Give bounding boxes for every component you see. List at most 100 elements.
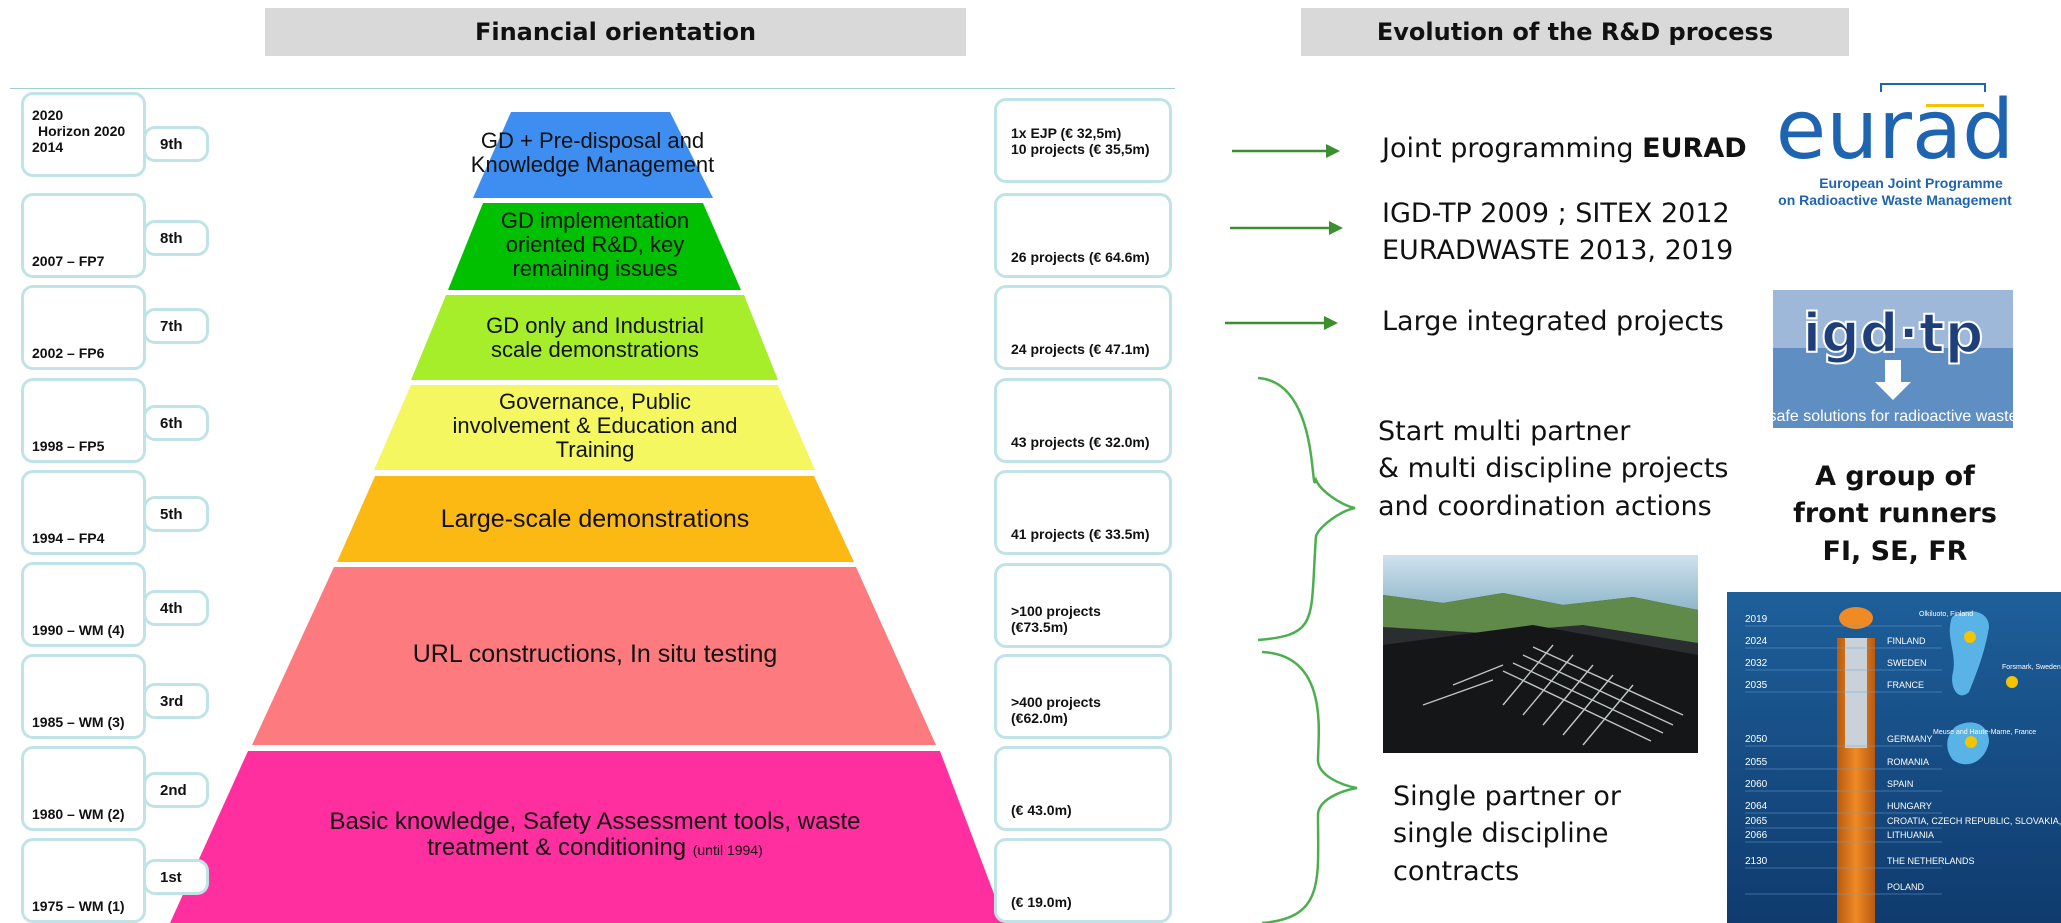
pyramid-label-4-line1: URL constructions, In situ testing (412, 640, 778, 669)
eurad-logo-word: eurad (1776, 83, 2014, 178)
canister-top-icon (1839, 607, 1873, 629)
site-forest (1383, 593, 1698, 643)
map-place-se: Forsmark, Sweden (2002, 664, 2061, 671)
brace-multi-partner (1257, 376, 1356, 642)
evolution-multi-line3: and coordination actions (1378, 490, 1712, 522)
evolution-igd-line1: IGD-TP 2009 ; SITEX 2012 (1382, 198, 1730, 229)
year-box-4: 1990 – WM (4) (21, 562, 146, 647)
pyramid-label-5: Large-scale demonstrations (380, 500, 810, 540)
pyramid-label-1-line1: Basic knowledge, Safety Assessment tools… (329, 807, 861, 835)
timeline-year: 2024 (1745, 636, 1768, 647)
fp-box-3: 3rd (143, 683, 209, 719)
front-runners-line3: FI, SE, FR (1822, 535, 1968, 567)
pyramid-label-8-line1: GD implementation (500, 207, 690, 233)
pyramid-label-9: GD + Pre-disposal and Knowledge Manageme… (470, 122, 715, 184)
evolution-eurad: Joint programming EURAD (1382, 130, 1747, 167)
header-financial-orientation-text: Financial orientation (474, 18, 757, 46)
pyramid-label-7-line1: GD only and Industrial (486, 312, 704, 338)
eurad-logo-sub2: on Radioactive Waste Management (1778, 192, 2012, 208)
year-3: 1985 – WM (3) (32, 714, 125, 730)
brace-single-partner (1261, 650, 1358, 923)
evolution-multi-line1: Start multi partner (1378, 416, 1631, 447)
pyramid-label-8: GD implementation oriented R&D, key rema… (470, 205, 720, 285)
projects-box-1: (€ 19.0m) (994, 838, 1172, 923)
timeline-country: LITHUANIA (1887, 830, 1934, 840)
timeline-country: SPAIN (1887, 779, 1913, 789)
timeline-year: 2060 (1745, 779, 1768, 790)
timeline-country: ROMANIA (1887, 757, 1929, 767)
pyramid-label-5-line1: Large-scale demonstrations (440, 505, 750, 534)
fp-box-5: 5th (143, 496, 209, 532)
timeline-country: GERMANY (1887, 734, 1933, 744)
year-9-line1: 2020 (32, 107, 64, 123)
timeline-year: 2130 (1745, 856, 1768, 867)
pyramid-label-1-note: (until 1994) (692, 842, 763, 858)
evolution-single-line2: single discipline (1393, 818, 1609, 850)
timeline-year: 2055 (1745, 757, 1768, 768)
timeline-year: 2064 (1745, 801, 1768, 812)
pyramid-label-6-line1: Governance, Public (499, 388, 691, 414)
projects-box-4: >100 projects (€73.5m) (994, 563, 1172, 648)
timeline-year: 2032 (1745, 658, 1768, 669)
evolution-eurad-prefix: Joint programming (1382, 133, 1643, 164)
pyramid-label-6-line3: Training (555, 437, 635, 463)
radiation-icon-se (2006, 676, 2018, 688)
projects-9-line2: 10 projects (€ 35,5m) (1011, 140, 1150, 157)
pyramid-label-6-line2: involvement & Education and (452, 412, 738, 438)
year-box-7: 2002 – FP6 (21, 285, 146, 370)
timeline-country: THE NETHERLANDS (1887, 856, 1975, 866)
evolution-large-projects: Large integrated projects (1382, 303, 1724, 340)
projects-4: >100 projects (€73.5m) (1011, 603, 1101, 635)
projects-1: (€ 19.0m) (1011, 894, 1072, 910)
timeline-year: 2050 (1745, 734, 1768, 745)
fp-9: 9th (160, 135, 183, 153)
evolution-single-partner: Single partner or single discipline cont… (1393, 778, 1621, 890)
year-5: 1994 – FP4 (32, 530, 105, 546)
year-9-line2: Horizon 2020 (38, 123, 126, 139)
timeline-country: SWEDEN (1887, 658, 1927, 668)
projects-5: 41 projects (€ 33.5m) (1011, 526, 1150, 542)
fp-5: 5th (160, 505, 183, 523)
year-8: 2007 – FP7 (32, 253, 105, 269)
front-runners-line2: front runners (1793, 498, 1997, 530)
map-scandinavia (1949, 611, 1989, 696)
repository-timeline-map: Olkiluoto, Finland Forsmark, Sweden Meus… (1727, 592, 2061, 923)
projects-box-9: 1x EJP (€ 32,5m) 10 projects (€ 35,5m) (994, 98, 1172, 183)
fp-7: 7th (160, 317, 183, 335)
projects-box-7: 24 projects (€ 47.1m) (994, 285, 1172, 370)
year-1: 1975 – WM (1) (32, 898, 125, 914)
pyramid-label-1-line2: treatment & conditioning (427, 834, 687, 861)
arrow-eurad (1232, 144, 1340, 158)
projects-9-line1: 1x EJP (€ 32,5m) (1011, 124, 1122, 141)
projects-box-2: (€ 43.0m) (994, 746, 1172, 831)
projects-3: >400 projects (€62.0m) (1011, 694, 1101, 726)
evolution-multi-line2: & multi discipline projects (1378, 453, 1729, 485)
canister-core (1845, 638, 1867, 748)
fp-2: 2nd (160, 781, 187, 799)
timeline-country: FRANCE (1887, 680, 1924, 690)
fp-4: 4th (160, 599, 183, 617)
igd-logo-word: igd·tp (1803, 302, 1984, 365)
evolution-igd-line2: EURADWASTE 2013, 2019 (1382, 235, 1734, 267)
year-7: 2002 – FP6 (32, 345, 105, 361)
pyramid-label-9-line2: Knowledge Management (470, 152, 715, 177)
radiation-icon-fi (1964, 631, 1976, 643)
fp-box-4: 4th (143, 590, 209, 626)
header-rd-evolution-text: Evolution of the R&D process (1376, 18, 1774, 46)
year-box-1: 1975 – WM (1) (21, 838, 146, 923)
pyramid-label-7-line2: scale demonstrations (491, 337, 699, 362)
year-box-2: 1980 – WM (2) (21, 746, 146, 831)
map-place-fr: Meuse and Haute-Marne, France (1933, 729, 2036, 736)
header-financial-orientation: Financial orientation (265, 8, 966, 56)
pyramid-label-8-line2: oriented R&D, key (505, 231, 685, 257)
year-9-line3: 2014 (32, 139, 64, 155)
evolution-igd: IGD-TP 2009 ; SITEX 2012 EURADWASTE 2013… (1382, 195, 1733, 270)
year-6: 1998 – FP5 (32, 438, 105, 454)
timeline-country: CROATIA, CZECH REPUBLIC, SLOVAKIA, (1887, 816, 2061, 826)
timeline-country: HUNGARY (1887, 801, 1932, 811)
projects-6: 43 projects (€ 32.0m) (1011, 434, 1150, 450)
fp-6: 6th (160, 414, 183, 432)
repository-site-image (1383, 555, 1698, 753)
timeline-year: 2019 (1745, 614, 1768, 625)
